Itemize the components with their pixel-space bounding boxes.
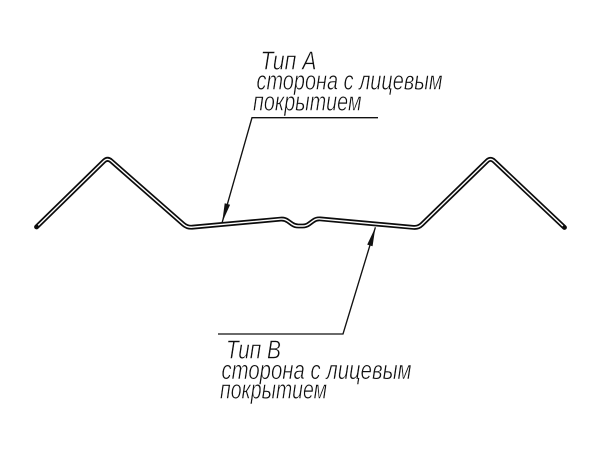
svg-text:сторона с лицевым: сторона с лицевым [257,68,443,96]
svg-text:Тип А: Тип А [261,48,317,76]
svg-text:покрытием: покрытием [253,89,362,117]
svg-text:Тип В: Тип В [226,336,281,364]
svg-text:сторона с лицевым: сторона с лицевым [222,357,412,385]
svg-text:покрытием: покрытием [220,376,327,404]
